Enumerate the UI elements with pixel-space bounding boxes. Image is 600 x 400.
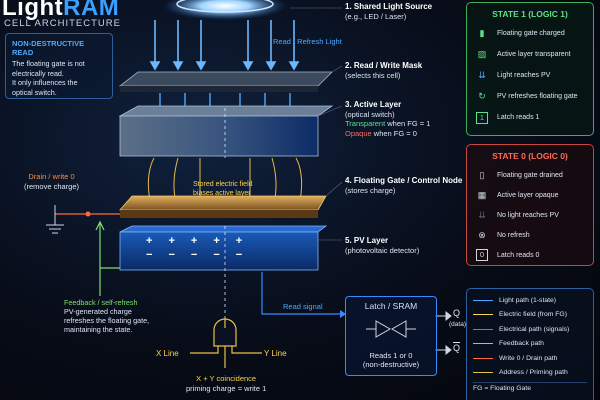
pv-charges: +++++ −−−−−	[146, 235, 243, 261]
latch-inverter-symbol	[366, 320, 416, 338]
layer-1-label: 1. Shared Light Source(e.g., LED / Laser…	[345, 2, 433, 21]
latch-sram-block: Latch / SRAM Reads 1 or 0 (non-destructi…	[345, 296, 437, 376]
label-leaders	[290, 7, 343, 241]
page-subtitle: CELL ARCHITECTURE	[4, 18, 121, 29]
digit-one-icon: 1	[476, 111, 488, 124]
feedback-path	[99, 267, 120, 296]
read-refresh-light-label: Read / Refresh Light	[273, 37, 342, 46]
legend-row: Electrical path (signals)	[473, 322, 587, 337]
legend-row: Light path (1-state)	[473, 293, 587, 308]
latch-nondestructive-label: (non-destructive)	[362, 360, 420, 369]
legend-row: Feedback path	[473, 337, 587, 352]
layer-5-label: 5. PV Layer(photovoltaic detector)	[345, 236, 420, 255]
light-arrows-icon: ⇊	[478, 70, 486, 80]
light-beams-lower	[159, 93, 291, 106]
no-refresh-icon: ⊗	[478, 229, 486, 240]
active-layer	[119, 115, 319, 157]
fg-abbreviation-note: FG = Floating Gate	[473, 382, 587, 392]
legend-row: Electric field (from FG)	[473, 308, 587, 323]
q-output-label: Q	[453, 308, 461, 318]
legend-panel: Light path (1-state) Electric field (fro…	[466, 288, 594, 400]
nondestructive-read-note: NON-DESTRUCTIVE READ The floating gate i…	[5, 33, 113, 99]
address-and-gate	[190, 318, 262, 368]
opaque-layer-icon: ▦	[477, 189, 487, 200]
digit-zero-icon: 0	[476, 249, 488, 261]
feedback-label: Feedback / self-refresh PV-generated cha…	[64, 298, 150, 334]
no-light-icon: ⇊	[478, 209, 486, 220]
drain-path	[46, 205, 120, 234]
latch-reads-label: Reads 1 or 0	[369, 351, 413, 360]
layer-3-label: 3. Active Layer(optical switch) Transpar…	[345, 100, 431, 138]
q-data-label: (data)	[449, 321, 466, 328]
q-bar-output-label: Q	[453, 343, 461, 353]
state1-row: ▮Floating gate charged	[473, 23, 587, 44]
battery-full-icon: ▮	[479, 28, 485, 38]
state1-row: ▨Active layer transparent	[473, 44, 587, 65]
electric-field-arrows	[147, 157, 303, 201]
latch-outputs	[435, 310, 452, 356]
light-source-ring	[176, 0, 274, 13]
layer-2-label: 2. Read / Write Mask(selects this cell)	[345, 61, 423, 80]
state1-row: ↻PV refreshes floating gate	[473, 86, 587, 107]
state0-row: ▯Floating gate drained	[473, 165, 587, 185]
state0-row: ▦Active layer opaque	[473, 185, 587, 205]
y-line-label: Y Line	[264, 349, 287, 358]
x-line-label: X Line	[156, 349, 179, 358]
refresh-icon: ↻	[478, 91, 486, 101]
light-source-lamp	[163, 0, 287, 20]
read-write-mask-layer	[118, 71, 333, 87]
read-signal-label: Read signal	[283, 302, 323, 311]
read-signal-path	[261, 272, 345, 315]
legend-row: Write 0 / Drain path	[473, 351, 587, 366]
floating-gate-layer	[119, 195, 327, 211]
state-1-panel: STATE 1 (LOGIC 1) ▮Floating gate charged…	[466, 2, 594, 136]
state0-row: ⊗No refresh	[473, 225, 587, 245]
state1-row: ⇊Light reaches PV	[473, 65, 587, 86]
battery-empty-icon: ▯	[479, 169, 485, 180]
layer-4-label: 4. Floating Gate / Control Node(stores c…	[345, 176, 463, 195]
state-0-panel: STATE 0 (LOGIC 0) ▯Floating gate drained…	[466, 144, 594, 266]
state0-row: ⇊No light reaches PV	[473, 205, 587, 225]
pv-layer	[119, 231, 319, 271]
transparent-layer-icon: ▨	[477, 49, 487, 59]
legend-row: Address / Priming path	[473, 366, 587, 381]
page-title: LightRAM	[2, 0, 120, 21]
drain-label: Drain / write 0(remove charge)	[24, 172, 80, 191]
light-beams	[149, 20, 300, 71]
